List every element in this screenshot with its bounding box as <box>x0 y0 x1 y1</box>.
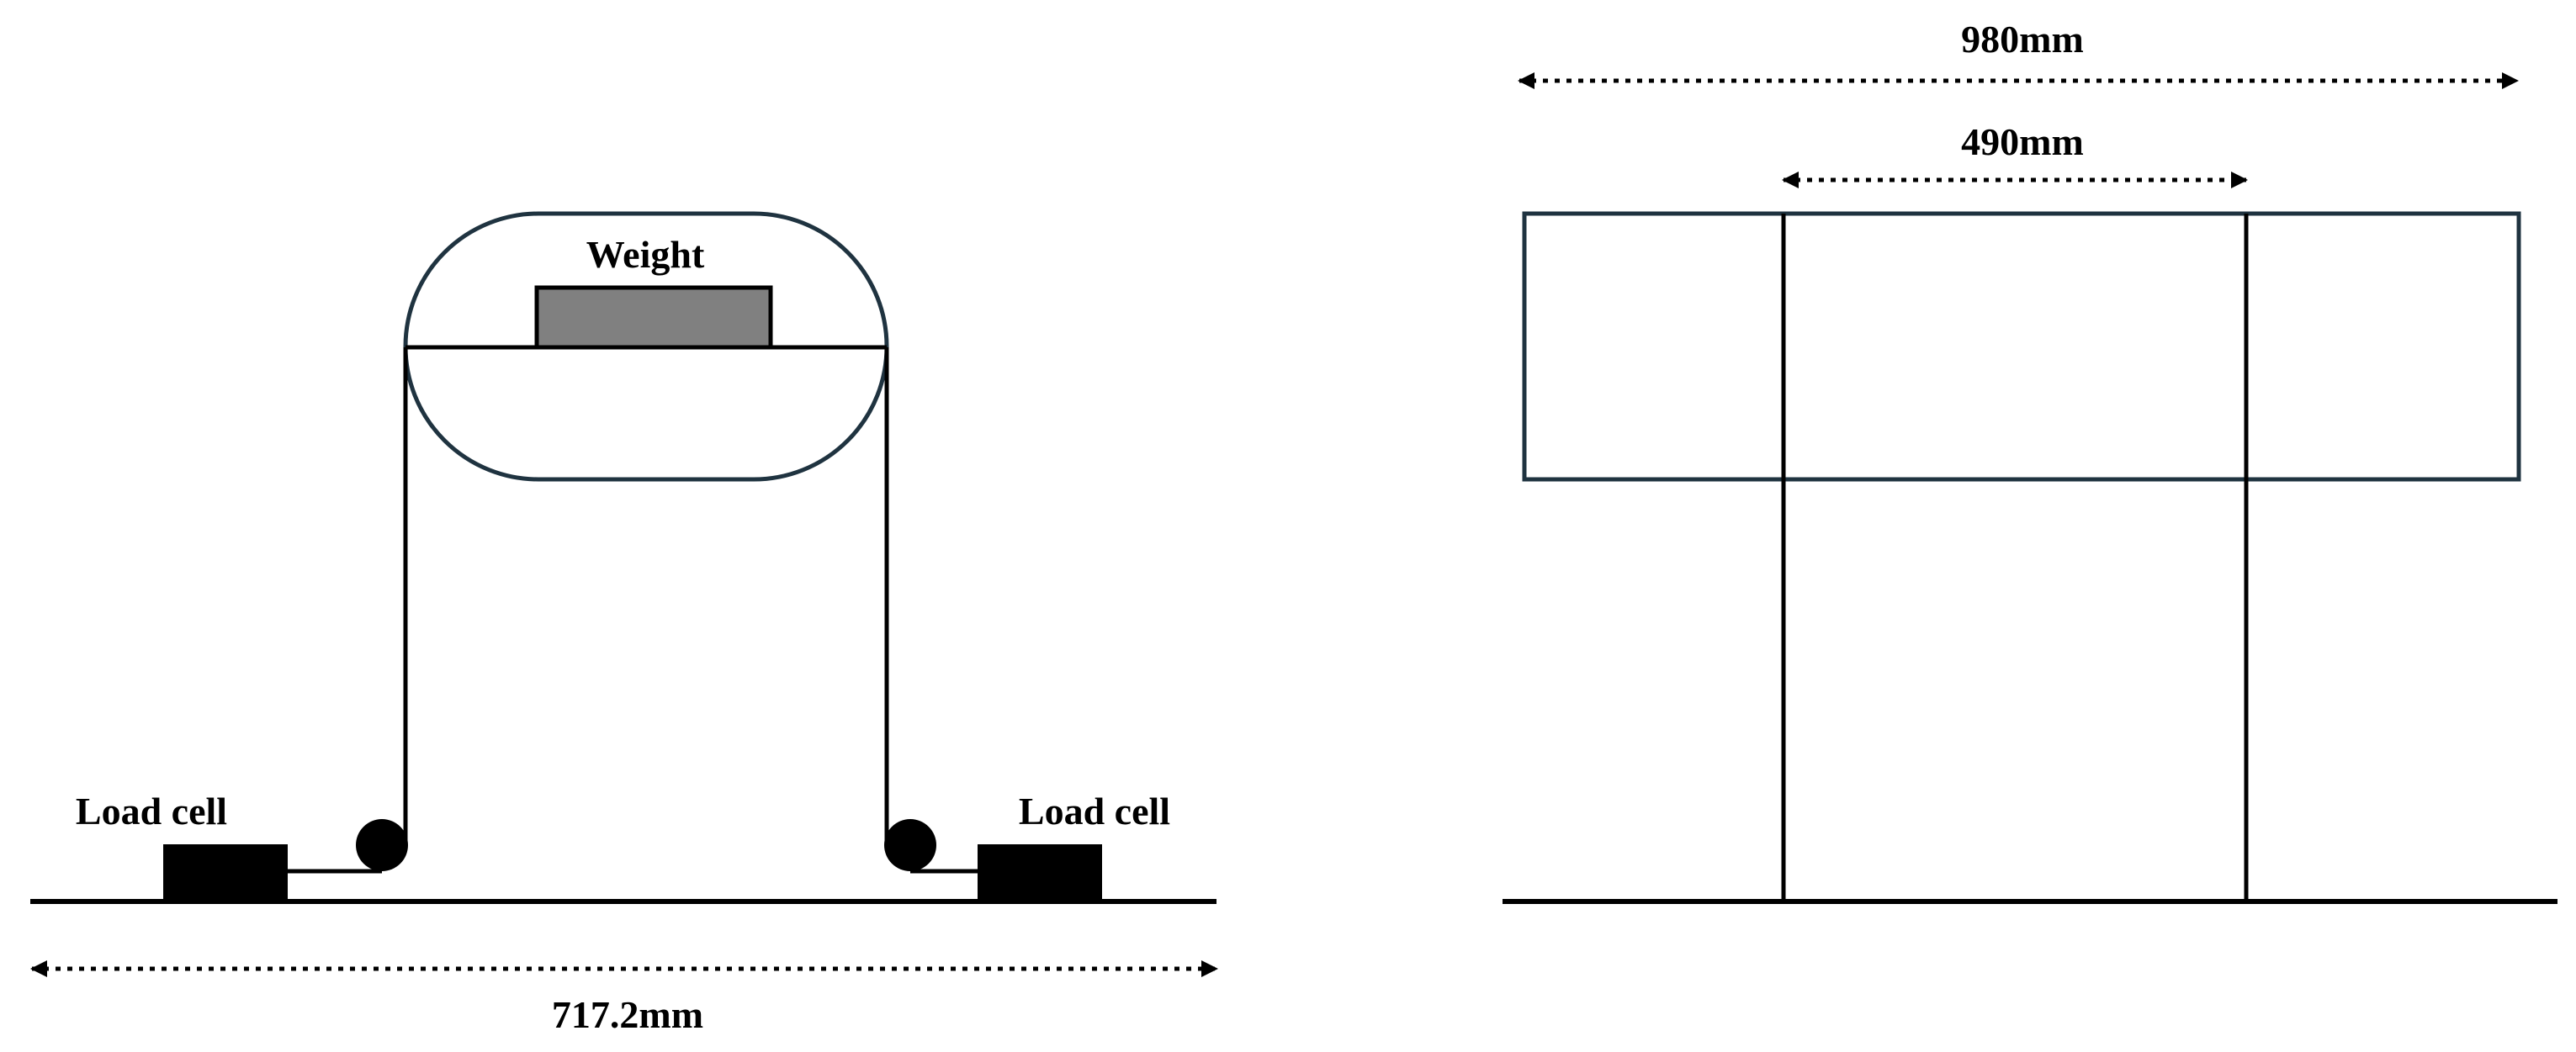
load-cell-left <box>163 844 288 901</box>
overall-width-dimension-label: 980mm <box>1961 18 2084 61</box>
pulley-left <box>356 819 408 871</box>
inner-width-dimension-label: 490mm <box>1961 120 2084 163</box>
pulley-right <box>884 819 936 871</box>
load-cell-left-label: Load cell <box>76 790 227 833</box>
frame-top-rectangle <box>1522 211 2521 482</box>
load-cell-right <box>978 844 1102 901</box>
load-cell-right-label: Load cell <box>1019 790 1170 833</box>
left-diagram: Weight Load cell Load cell 717.2mm <box>30 211 1218 1036</box>
left-width-dimension-label: 717.2mm <box>552 993 703 1036</box>
right-diagram: 980mm 490mm <box>1503 18 2557 904</box>
weight-label: Weight <box>586 233 705 276</box>
weight-block <box>534 285 773 350</box>
